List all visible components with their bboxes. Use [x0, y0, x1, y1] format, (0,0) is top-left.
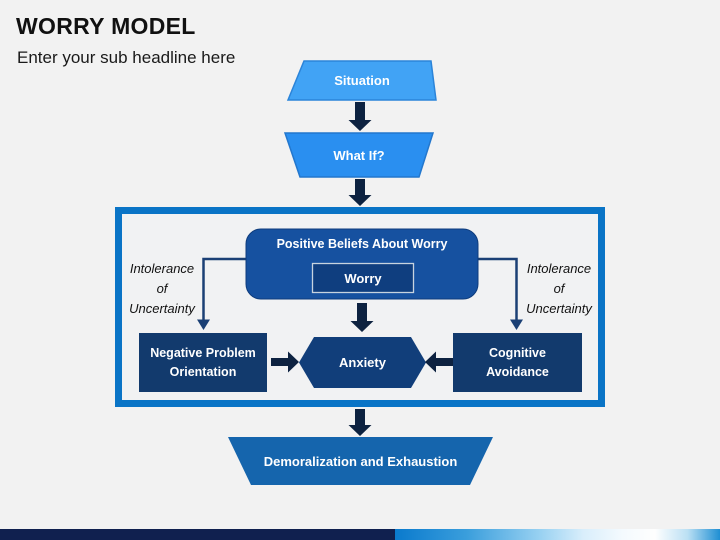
- anxiety-label: Anxiety: [339, 355, 386, 370]
- footer-bar-navy-segment: [0, 529, 395, 540]
- connector-right-arrowhead: [510, 319, 523, 330]
- footer-bar-gradient-segment: [395, 529, 720, 540]
- negative-problem-orientation-shape: [139, 333, 267, 392]
- demoralization-label: Demoralization and Exhaustion: [263, 453, 458, 469]
- page-title: WORRY MODEL: [16, 13, 196, 39]
- down-arrow-4: [348, 409, 372, 436]
- right-arrow: [271, 351, 299, 373]
- down-arrow-2: [348, 179, 372, 206]
- what-if-label: What If?: [333, 147, 385, 163]
- worry-label: Worry: [344, 270, 382, 286]
- demoralization-shape: [228, 437, 493, 485]
- connector-left-arrowhead: [197, 319, 210, 330]
- intolerance-of-uncertainty-right-label: Intolerance of Uncertainty: [526, 261, 592, 316]
- intolerance-of-uncertainty-left-label: Intolerance of Uncertainty: [129, 261, 195, 316]
- connector-right: [478, 257, 518, 320]
- situation-label: Situation: [334, 73, 390, 88]
- what-if-shape: [283, 132, 435, 178]
- page-subtitle: Enter your sub headline here: [17, 48, 236, 67]
- positive-beliefs-label: Positive Beliefs About Worry: [276, 237, 448, 251]
- situation-shape: [286, 60, 437, 101]
- down-arrow-3: [350, 303, 374, 332]
- left-arrow: [425, 351, 453, 373]
- negative-problem-orientation-label: Negative Problem Orientation: [150, 345, 256, 379]
- anxiety-shape: [299, 337, 426, 388]
- cognitive-avoidance-label: Cognitive Avoidance: [486, 345, 549, 379]
- down-arrow-1: [348, 102, 372, 131]
- connector-left: [202, 257, 246, 320]
- worry-shape: [311, 262, 415, 294]
- cognitive-avoidance-shape: [453, 333, 582, 392]
